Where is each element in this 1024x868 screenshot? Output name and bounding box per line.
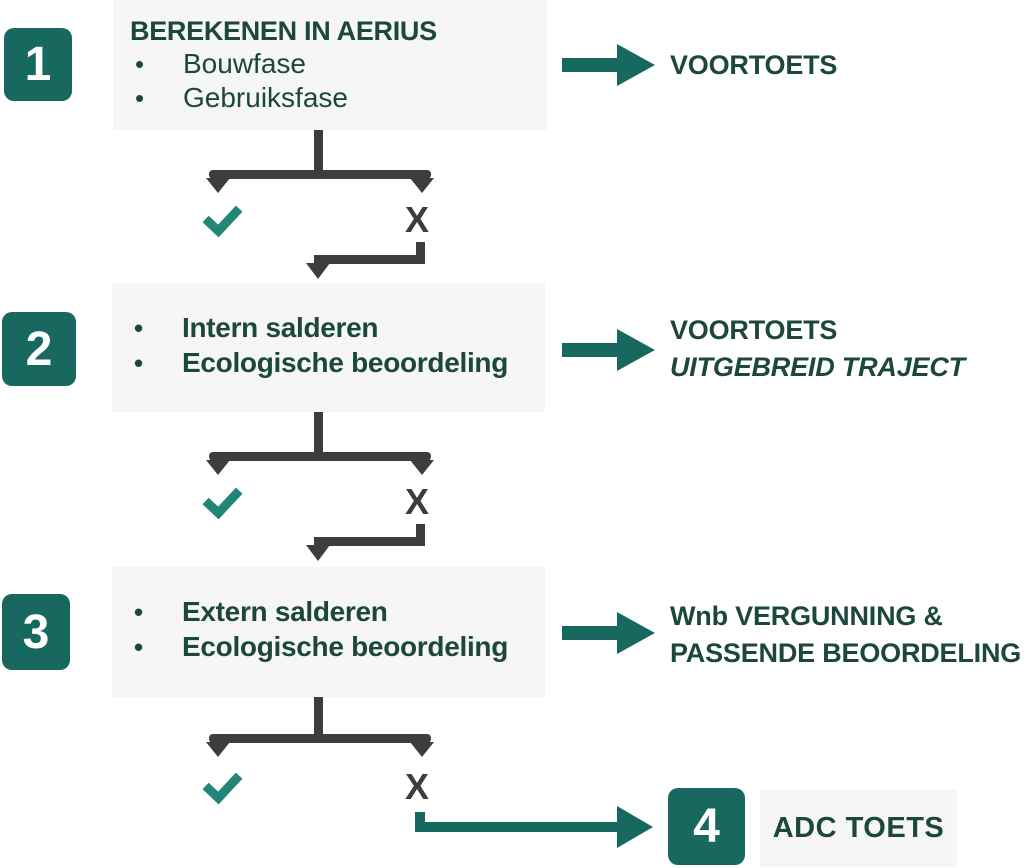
- connector-line: [416, 242, 425, 264]
- cross-icon: X: [404, 481, 429, 522]
- bullet-text: Extern salderen: [182, 596, 388, 627]
- step-3-box: • Extern salderen • Ecologische beoordel…: [112, 567, 545, 697]
- connector-line: [314, 255, 425, 264]
- step-1-title: BEREKENEN IN AERIUS: [130, 16, 437, 46]
- arrow-down-icon: [306, 545, 330, 561]
- cross-icon: X: [404, 766, 429, 807]
- bullet-item: • Extern salderen: [134, 595, 539, 629]
- bullet-item: • Gebruiksfase: [135, 81, 541, 115]
- step-4-badge: 4: [668, 788, 745, 865]
- outcome-line: VOORTOETS: [670, 50, 838, 80]
- arrow-down-icon: [206, 460, 230, 475]
- connector-line: [209, 170, 431, 179]
- outcome-line: Wnb VERGUNNING &: [670, 601, 943, 631]
- bullet-item: • Intern salderen: [134, 311, 539, 345]
- connector-line: [314, 697, 323, 735]
- bullet-text: Intern salderen: [182, 312, 379, 343]
- bullet-text: Ecologische beoordeling: [182, 347, 509, 378]
- step-3-badge: 3: [2, 594, 70, 670]
- bullet-text: Ecologische beoordeling: [182, 631, 509, 662]
- connector-line: [209, 452, 431, 461]
- bullet-icon: •: [134, 597, 143, 627]
- step-2-outcome-label: VOORTOETS UITGEBREID TRAJECT: [670, 312, 965, 386]
- check-icon: [202, 196, 243, 238]
- cross-icon: X: [404, 199, 429, 240]
- connector-line: [562, 58, 618, 72]
- connector-line: [415, 822, 617, 832]
- step-3-outcome-label: Wnb VERGUNNING & PASSENDE BEOORDELING: [670, 598, 1021, 672]
- arrow-down-icon: [410, 178, 434, 193]
- step-1-box: BEREKENEN IN AERIUS • Bouwfase • Gebruik…: [113, 0, 547, 130]
- arrow-right-icon: [617, 44, 655, 86]
- arrow-down-icon: [306, 263, 330, 279]
- outcome-line: PASSENDE BEOORDELING: [670, 638, 1022, 668]
- step-2-box: • Intern salderen • Ecologische beoordel…: [112, 283, 545, 412]
- arrow-right-icon: [617, 612, 655, 654]
- bullet-icon: •: [135, 83, 145, 113]
- bullet-icon: •: [134, 313, 143, 343]
- connector-line: [562, 343, 618, 357]
- connector-line: [314, 412, 323, 453]
- bullet-item: • Ecologische beoordeling: [134, 346, 539, 380]
- arrow-right-icon: [617, 806, 653, 848]
- arrow-down-icon: [206, 178, 230, 193]
- arrow-down-icon: [410, 742, 434, 757]
- bullet-item: • Bouwfase: [135, 47, 541, 81]
- arrow-right-icon: [617, 329, 655, 371]
- step-1-outcome-label: VOORTOETS: [670, 47, 837, 84]
- bullet-icon: •: [134, 632, 143, 662]
- step-1-badge: 1: [4, 28, 72, 101]
- check-icon: [202, 763, 243, 805]
- bullet-icon: •: [135, 49, 145, 79]
- step-4-box: ADC TOETS: [760, 790, 957, 867]
- connector-line: [314, 130, 323, 171]
- step-4-title: ADC TOETS: [772, 812, 945, 844]
- bullet-text: Gebruiksfase: [183, 82, 348, 113]
- connector-line: [416, 524, 425, 546]
- arrow-down-icon: [410, 460, 434, 475]
- bullet-item: • Ecologische beoordeling: [134, 630, 539, 664]
- connector-line: [314, 537, 425, 546]
- step-2-badge: 2: [2, 312, 76, 386]
- connector-line: [562, 626, 618, 640]
- outcome-line: UITGEBREID TRAJECT: [670, 352, 965, 382]
- bullet-icon: •: [134, 348, 143, 378]
- connector-line: [209, 734, 431, 743]
- bullet-text: Bouwfase: [183, 48, 306, 79]
- check-icon: [202, 478, 243, 520]
- outcome-line: VOORTOETS: [670, 315, 838, 345]
- arrow-down-icon: [206, 742, 230, 757]
